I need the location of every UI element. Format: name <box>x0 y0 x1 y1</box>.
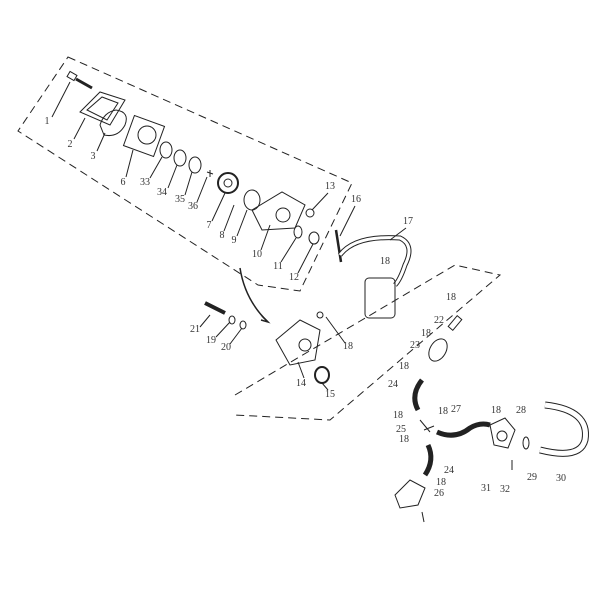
part-label: 18 <box>393 410 403 421</box>
gasket-part-3 <box>99 109 127 136</box>
hose-part-24 <box>412 378 425 412</box>
part-label: 16 <box>351 194 361 205</box>
washer-part-19 <box>228 315 236 325</box>
clamp-part-29 <box>522 436 530 450</box>
carburetor <box>364 277 396 319</box>
part-label: 28 <box>516 405 526 416</box>
diaphragm-part-7 <box>217 172 239 194</box>
part-label: 25 <box>396 424 406 435</box>
part-label: 13 <box>325 181 335 192</box>
petcock-part-31 <box>489 417 516 449</box>
clamp-part-16 <box>334 229 343 263</box>
part-label: 12 <box>289 272 299 283</box>
part-label: 18 <box>491 405 501 416</box>
spring-part-11 <box>293 225 303 239</box>
diaphragm-part-34 <box>173 149 187 167</box>
part-label: 18 <box>343 341 353 352</box>
part-label: 17 <box>403 216 413 227</box>
part-label: 35 <box>175 194 185 205</box>
part-label: 26 <box>434 488 444 499</box>
cap-part-12 <box>308 231 320 245</box>
tee-fitting-part-25 <box>419 419 435 433</box>
pump-cover-part-10 <box>251 191 306 231</box>
assembly-arrow <box>239 267 269 323</box>
part-label: 1 <box>44 116 50 127</box>
part-label: 30 <box>556 473 566 484</box>
group-boundary-upper <box>17 56 353 292</box>
bolt-part-1 <box>66 70 93 90</box>
clip-part-18 <box>316 311 324 319</box>
part-label: 18 <box>380 256 390 267</box>
part-label: 27 <box>451 404 461 415</box>
group-boundary-lower <box>234 264 502 421</box>
part-label: 24 <box>444 465 454 476</box>
part-label: 21 <box>190 324 200 335</box>
drain-screw <box>421 511 425 523</box>
hose-part-24b <box>422 443 434 477</box>
part-label: 23 <box>410 340 420 351</box>
part-label: 20 <box>221 342 231 353</box>
pump-body-part-6 <box>122 114 166 158</box>
valve-part-26 <box>394 479 426 509</box>
part-label: 18 <box>399 434 409 445</box>
part-label: 29 <box>527 472 537 483</box>
part-label: 15 <box>325 389 335 400</box>
part-label: 33 <box>140 177 150 188</box>
part-label: 18 <box>399 361 409 372</box>
fuel-filter-part-23 <box>428 338 448 362</box>
cover-plate-part-2 <box>79 91 126 126</box>
part-label: 7 <box>206 220 212 231</box>
screw-part-36 <box>206 170 214 177</box>
part-label: 18 <box>438 406 448 417</box>
part-label: 2 <box>67 139 73 150</box>
part-label: 11 <box>273 261 283 272</box>
diaphragm-part-33 <box>159 141 173 159</box>
part-label: 18 <box>446 292 456 303</box>
part-label: 34 <box>157 187 167 198</box>
part-label: 19 <box>206 335 216 346</box>
hose-part-22 <box>447 315 463 331</box>
part-label: 18 <box>436 477 446 488</box>
part-label: 36 <box>188 201 198 212</box>
hose-part-27 <box>435 421 491 438</box>
part-label: 6 <box>120 177 126 188</box>
part-label: 9 <box>231 235 237 246</box>
part-label: 24 <box>388 379 398 390</box>
diaphragm-part-35 <box>188 156 202 174</box>
o-ring-part-15 <box>314 366 330 384</box>
part-label: 31 <box>481 483 491 494</box>
part-label: 22 <box>434 315 444 326</box>
bolt-part-21 <box>204 301 226 315</box>
part-label: 32 <box>500 484 510 495</box>
part-label: 18 <box>421 328 431 339</box>
hose-part-30 <box>539 401 589 457</box>
washer-part-20 <box>239 320 247 330</box>
part-label: 3 <box>90 151 96 162</box>
part-label: 8 <box>219 230 225 241</box>
nut-part-13 <box>305 208 315 218</box>
fuel-pump-part-14 <box>275 319 321 366</box>
part-label: 14 <box>296 378 306 389</box>
part-label: 10 <box>252 249 262 260</box>
